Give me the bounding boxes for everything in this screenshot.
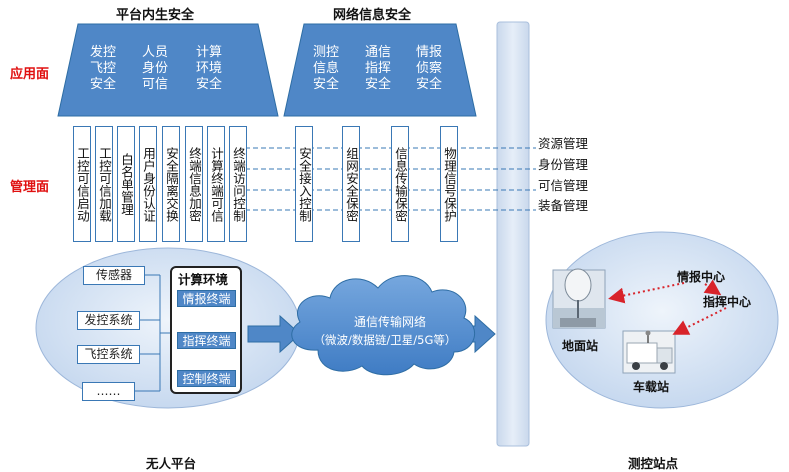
- management-layer-label: 管理面: [10, 180, 50, 195]
- network-bar: [496, 21, 530, 447]
- app-item-launch-flight: 发控 飞控 安全: [89, 45, 116, 92]
- sensor-connectors: [135, 274, 170, 392]
- app-item-tt-info: 测控 信息 安全: [312, 45, 339, 92]
- platform-caption: 无人平台: [146, 456, 197, 471]
- mgmt-col-user-auth: 用户身份认证: [139, 126, 157, 242]
- network-app-block: [283, 23, 477, 117]
- app-item-identity: 人员 身份 可信: [141, 45, 168, 92]
- mgmt-col-signal-protection: 物理信号保护: [440, 126, 458, 242]
- app-item-comm-command: 通信 指挥 安全: [364, 45, 391, 92]
- intel-center-label: 情报中心: [677, 270, 726, 284]
- mgmt-col-network-secrecy: 组网安全保密: [342, 126, 360, 242]
- other-systems-box: ……: [82, 382, 135, 401]
- mgmt-col-secure-access: 安全接入控制: [295, 126, 313, 242]
- platform-to-network-arrow: [247, 314, 301, 354]
- mgmt-equipment: 装备管理: [538, 198, 589, 213]
- vehicle-station-label: 车载站: [633, 380, 670, 394]
- flight-control-box: 飞控系统: [77, 345, 140, 364]
- command-terminal: 指挥终端: [177, 332, 236, 349]
- platform-app-block: [57, 23, 279, 117]
- mgmt-col-compute-trust: 计算终端可信: [207, 126, 225, 242]
- mgmt-col-transmission-secrecy: 信息传输保密: [391, 126, 409, 242]
- network-security-title: 网络信息安全: [333, 8, 412, 23]
- mgmt-resource: 资源管理: [538, 136, 589, 151]
- mgmt-col-encryption: 终端信息加密: [185, 126, 203, 242]
- compute-environment-title: 计算环境: [178, 272, 229, 287]
- mgmt-col-isolation: 安全隔离交换: [162, 126, 180, 242]
- ground-station-label: 地面站: [562, 339, 599, 353]
- mgmt-col-whitelist: 白名单管理: [117, 126, 135, 242]
- platform-security-title: 平台内生安全: [116, 8, 195, 23]
- command-to-vehicle-arrow: [672, 307, 727, 335]
- ground-station-image: [552, 268, 606, 329]
- station-caption: 测控站点: [628, 456, 679, 471]
- app-item-compute-env: 计算 环境 安全: [195, 45, 222, 92]
- management-dashed-lines: [245, 147, 536, 211]
- launch-control-box: 发控系统: [77, 311, 140, 330]
- application-layer-label: 应用面: [10, 67, 50, 82]
- mgmt-identity: 身份管理: [538, 157, 589, 172]
- network-cloud-subtitle: （微波/数据链/卫星/5G等）: [313, 333, 457, 347]
- network-cloud: [291, 275, 475, 376]
- mgmt-col-trusted-boot: 工控可信启动: [73, 126, 91, 242]
- network-cloud-title: 通信传输网络: [353, 315, 426, 329]
- sensor-box: 传感器: [83, 266, 145, 285]
- vehicle-station-image: [622, 330, 676, 374]
- control-terminal: 控制终端: [177, 370, 236, 387]
- mgmt-trust: 可信管理: [538, 178, 589, 193]
- mgmt-col-access-control: 终端访问控制: [229, 126, 247, 242]
- mgmt-col-trusted-load: 工控可信加载: [95, 126, 113, 242]
- intel-terminal: 情报终端: [177, 290, 236, 307]
- app-item-intel-recon: 情报 侦察 安全: [415, 45, 442, 92]
- command-center-label: 指挥中心: [703, 295, 752, 309]
- intel-to-ground-arrow: [608, 282, 685, 304]
